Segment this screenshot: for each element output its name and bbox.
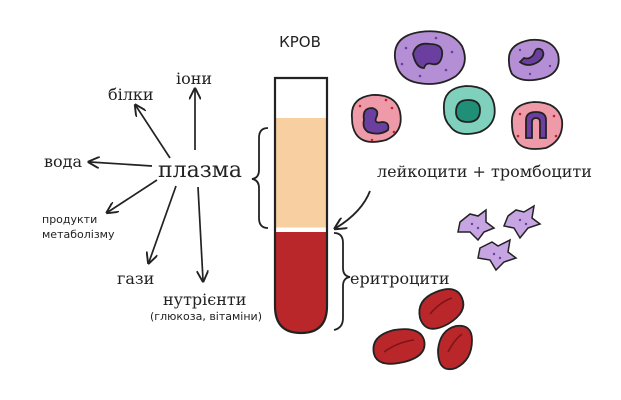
leukocytes bbox=[350, 30, 564, 150]
label-nutrients-note: (глюкоза, вітаміни) bbox=[150, 310, 262, 323]
leukocyte-teal-icon bbox=[443, 85, 496, 135]
platelet-2-icon bbox=[502, 204, 542, 240]
label-leukocytes-platelets: лейкоцити + тромбоцити bbox=[377, 162, 592, 181]
platelets bbox=[457, 204, 542, 272]
arrow-gases bbox=[149, 185, 177, 262]
label-erythrocytes: еритроцити bbox=[350, 269, 450, 288]
label-metabolites-2: метаболізму bbox=[42, 228, 115, 241]
arrow-proteins bbox=[136, 106, 171, 159]
arrow-metabolites bbox=[108, 179, 158, 212]
tube-outline bbox=[273, 76, 329, 335]
label-nutrients: нутрієнти bbox=[163, 290, 246, 309]
erythrocyte-right-icon bbox=[437, 324, 473, 371]
label-gases: гази bbox=[117, 269, 154, 288]
plasma-label: плазма bbox=[158, 158, 242, 183]
erythrocyte-left-icon bbox=[372, 328, 426, 365]
leukocyte-purple-small-icon bbox=[507, 38, 560, 82]
buffy-coat-arrow bbox=[336, 190, 371, 228]
leukocyte-purple-large-icon bbox=[394, 30, 466, 85]
platelet-1-icon bbox=[457, 208, 496, 242]
platelet-3-icon bbox=[477, 238, 518, 272]
tube-plasma-layer bbox=[275, 118, 327, 228]
plasma-brace bbox=[251, 127, 269, 229]
label-metabolites-1: продукти bbox=[42, 213, 97, 226]
erythrocytes-brace bbox=[333, 232, 351, 331]
erythrocytes bbox=[372, 288, 473, 371]
tube-blood-layer bbox=[275, 232, 327, 333]
leukocyte-pink-right-icon bbox=[511, 101, 564, 150]
leukocyte-pink-left-icon bbox=[350, 94, 402, 143]
arrow-nutrients bbox=[198, 186, 203, 280]
test-tube bbox=[273, 76, 329, 335]
label-ions: іони bbox=[176, 69, 212, 88]
arrow-water bbox=[90, 162, 153, 166]
erythrocyte-top-icon bbox=[418, 288, 465, 330]
title-blood: КРОВ bbox=[279, 33, 321, 51]
plasma-arrows bbox=[90, 90, 203, 280]
label-water: вода bbox=[44, 152, 82, 171]
label-proteins: білки bbox=[108, 85, 154, 104]
